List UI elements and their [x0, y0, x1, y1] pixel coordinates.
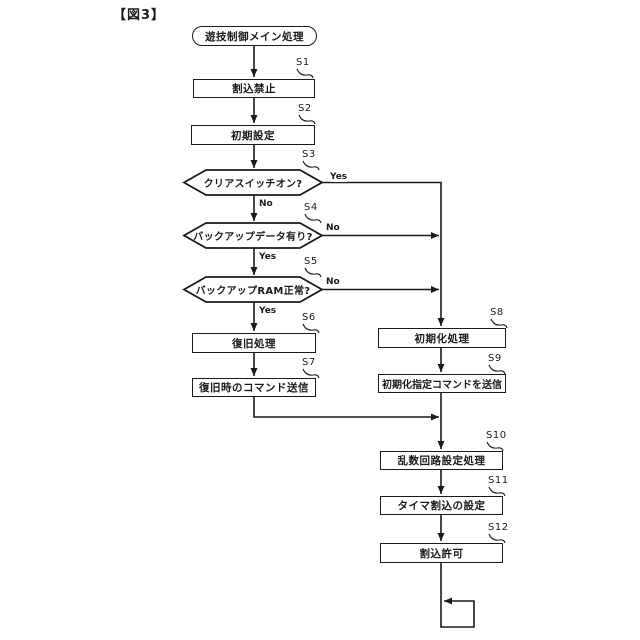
branch-s5-yes: Yes: [259, 306, 277, 316]
node-s9-label: 初期化指定コマンドを送信: [382, 380, 502, 391]
node-s4-decision-label: バックアップデータ有り?: [193, 232, 313, 243]
figure-title: 【図3】: [113, 8, 166, 23]
node-s9-process: 初期化指定コマンドを送信: [378, 374, 506, 393]
node-s10-label: 乱数回路設定処理: [397, 455, 486, 467]
node-s11-label: タイマ割込の設定: [397, 500, 486, 512]
step-label-s10: S10: [486, 430, 507, 441]
step-label-s12: S12: [488, 522, 509, 533]
step-label-s1: S1: [296, 57, 310, 68]
node-s6-label: 復旧処理: [232, 337, 276, 350]
step-label-s11: S11: [488, 475, 509, 486]
leader-s7: [302, 368, 320, 379]
step-label-s2: S2: [298, 103, 312, 114]
step-label-s6: S6: [302, 312, 316, 323]
node-s8-label: 初期化処理: [414, 332, 470, 345]
leader-s5: [304, 267, 322, 278]
node-s2-label: 初期設定: [231, 129, 275, 142]
leader-s6: [302, 323, 320, 334]
step-label-s7: S7: [302, 357, 316, 368]
node-s12-process: 割込許可: [380, 543, 503, 563]
node-s5-decision-label: バックアップRAM正常?: [195, 286, 311, 297]
node-s2-process: 初期設定: [191, 125, 315, 145]
node-s10-process: 乱数回路設定処理: [380, 451, 503, 470]
node-start-terminal: 遊技制御メイン処理: [192, 26, 317, 46]
step-label-s8: S8: [490, 307, 504, 318]
hexagon-s3-decision: [182, 169, 324, 196]
branch-s3-yes: Yes: [330, 172, 348, 182]
leader-s1: [296, 68, 314, 79]
leader-s4: [304, 213, 322, 224]
branch-s5-no: No: [326, 277, 340, 287]
node-s12-label: 割込許可: [419, 547, 464, 560]
leader-s10: [486, 441, 504, 452]
node-start-label: 遊技制御メイン処理: [205, 30, 304, 43]
node-s8-process: 初期化処理: [378, 328, 506, 348]
leader-s12: [488, 533, 506, 544]
branch-s4-no: No: [326, 223, 340, 233]
node-s6-process: 復旧処理: [192, 333, 316, 353]
node-s11-process: タイマ割込の設定: [380, 496, 503, 515]
edge-s3-s8-yes: [322, 181, 445, 326]
edge-s7-merge: [253, 397, 439, 421]
node-s7-process: 復旧時のコマンド送信: [192, 378, 316, 397]
edge-s12-loop-back: [440, 563, 475, 628]
node-s1-label: 割込禁止: [232, 83, 276, 95]
branch-s3-no: No: [259, 199, 273, 209]
leader-s11: [488, 486, 506, 497]
leader-s2: [298, 114, 316, 125]
step-label-s4: S4: [304, 202, 318, 213]
node-s3-decision-label: クリアスイッチオン?: [203, 179, 303, 190]
leader-s3: [302, 160, 320, 171]
leader-s9: [488, 364, 506, 375]
hexagon-s5-decision: [182, 276, 324, 303]
node-s7-label: 復旧時のコマンド送信: [199, 382, 309, 394]
node-s1-process: 割込禁止: [193, 79, 315, 98]
step-label-s3: S3: [302, 149, 316, 160]
leader-s8: [490, 318, 508, 329]
hexagon-s4-decision: [182, 222, 324, 249]
step-label-s9: S9: [488, 353, 502, 364]
branch-s4-yes: Yes: [259, 252, 277, 262]
step-label-s5: S5: [304, 256, 318, 267]
